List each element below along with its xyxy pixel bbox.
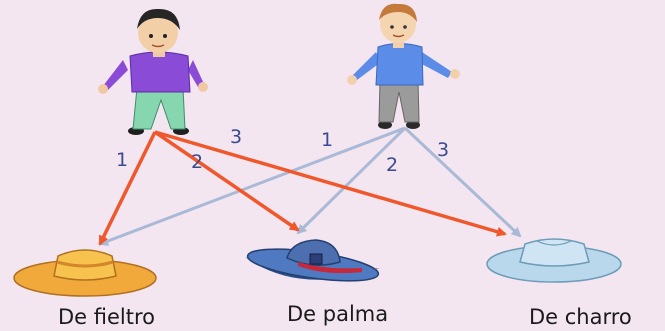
right-person-arrows [98,126,522,246]
right-arrow-1 [98,126,406,246]
left-arrow-2 [154,130,300,232]
felt-hat-icon [13,249,157,297]
left-branch-number-2: 2 [191,151,203,173]
left-arrow-1 [98,131,157,246]
option-label-charro: De charro [529,305,632,329]
charro-hat-icon [486,238,622,283]
boy-purple-shirt-icon [98,8,208,135]
left-arrow-3 [154,130,507,237]
left-branch-number-1: 1 [116,149,128,171]
option-label-palm: De palma [287,302,388,326]
left-person-arrows [98,130,507,246]
boy-blue-shirt-icon [347,3,460,129]
right-arrow-2 [296,126,407,235]
right-arrow-3 [403,126,522,238]
right-branch-number-2: 2 [386,154,398,176]
right-branch-number-1: 1 [321,129,333,151]
palm-hat-icon [245,239,380,282]
right-branch-number-3: 3 [437,139,449,161]
left-branch-number-3: 3 [230,126,242,148]
option-label-felt: De fieltro [58,305,155,329]
